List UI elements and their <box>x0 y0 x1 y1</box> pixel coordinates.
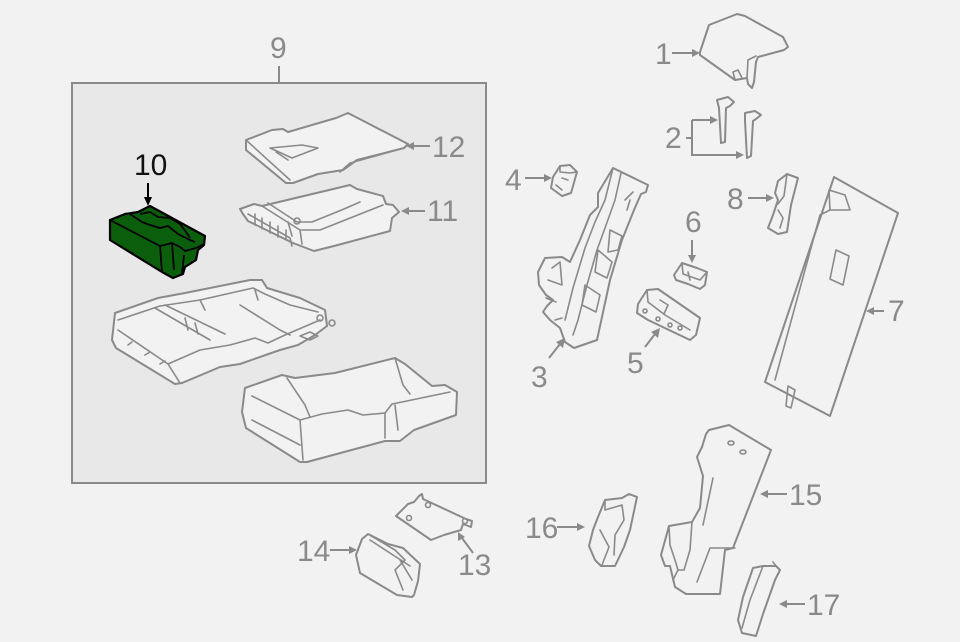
part-12-lid[interactable] <box>245 112 409 184</box>
callout-6[interactable]: 6 <box>685 206 702 239</box>
part-14-end-cap[interactable] <box>355 533 421 598</box>
part-10-cup-holder-insert[interactable] <box>108 204 207 280</box>
callout-11[interactable]: 11 <box>427 195 459 228</box>
callout-16[interactable]: 16 <box>525 512 559 545</box>
part-16-handle-bezel[interactable] <box>588 493 638 567</box>
callout-8[interactable]: 8 <box>727 183 744 216</box>
callout-10[interactable]: 10 <box>134 149 168 182</box>
callout-14[interactable]: 14 <box>297 535 331 568</box>
part-9-foam-pad <box>241 357 458 463</box>
part-5-bracket[interactable] <box>636 288 701 341</box>
part-7-back-panel[interactable] <box>764 176 899 417</box>
callout-4[interactable]: 4 <box>505 164 522 197</box>
part-9-console-base <box>111 279 336 385</box>
part-3-seat-frame[interactable] <box>537 167 649 349</box>
callout-3[interactable]: 3 <box>531 361 548 394</box>
part-8-latch[interactable] <box>767 173 799 235</box>
part-6-retainer[interactable] <box>673 262 708 290</box>
callout-7[interactable]: 7 <box>888 295 905 328</box>
part-4-clip[interactable] <box>550 164 578 197</box>
leader-lines <box>144 49 884 608</box>
callout-5[interactable]: 5 <box>627 347 644 380</box>
callout-17[interactable]: 17 <box>807 589 841 622</box>
part-2-headrest-guides[interactable] <box>716 96 762 159</box>
callout-1[interactable]: 1 <box>655 38 672 71</box>
part-15-side-trim[interactable] <box>660 424 772 595</box>
callout-12[interactable]: 12 <box>432 131 466 164</box>
part-17-cover[interactable] <box>737 561 781 637</box>
part-13-plate[interactable] <box>395 493 473 541</box>
callout-15[interactable]: 15 <box>789 479 823 512</box>
part-1-headrest-cover[interactable] <box>699 13 789 89</box>
callout-13[interactable]: 13 <box>458 549 492 582</box>
callout-9[interactable]: 9 <box>270 32 287 65</box>
callout-2[interactable]: 2 <box>665 122 682 155</box>
part-11-tray[interactable] <box>239 184 400 252</box>
